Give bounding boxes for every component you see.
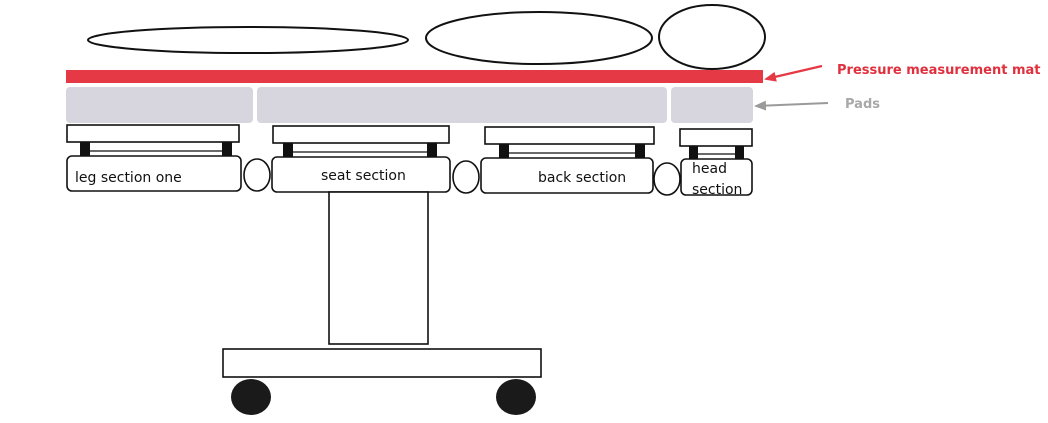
leg-section-top-plate [66, 124, 240, 143]
leg-section-frame [66, 155, 242, 192]
legs-outline [87, 26, 409, 54]
head-outline [658, 4, 766, 70]
head-section-label-line1: head [692, 161, 727, 177]
table-base [222, 348, 542, 378]
seat-section-top-plate [272, 125, 450, 144]
wheel-right [496, 379, 536, 415]
head-section: head section [679, 128, 753, 198]
seat-section: seat section [271, 125, 451, 193]
joint-seat-back [452, 160, 480, 194]
pressure-mat-label: Pressure measurement mat [837, 63, 1041, 78]
head-section-label-line2: section [692, 182, 742, 198]
head-section-frame [680, 158, 753, 196]
back-section-top-plate [484, 126, 655, 145]
pressure-mat [66, 70, 763, 83]
pad-head [671, 87, 753, 123]
leg-section: leg section one [66, 124, 242, 192]
wheel-left [231, 379, 271, 415]
table-column [328, 191, 429, 345]
head-section-top-plate [679, 128, 753, 147]
back-section-frame [480, 157, 654, 194]
pads-arrow [754, 100, 829, 111]
back-section-label: back section [538, 170, 626, 186]
seat-section-label: seat section [321, 168, 406, 184]
pad-seat-back [257, 87, 667, 123]
torso-outline [425, 11, 653, 65]
pads-label: Pads [845, 97, 880, 112]
pad-leg [66, 87, 253, 123]
pressure-mat-arrow [764, 64, 823, 82]
joint-leg-seat [243, 158, 271, 192]
leg-section-label: leg section one [75, 170, 182, 186]
joint-back-head [653, 162, 681, 196]
back-section: back section [480, 126, 655, 194]
